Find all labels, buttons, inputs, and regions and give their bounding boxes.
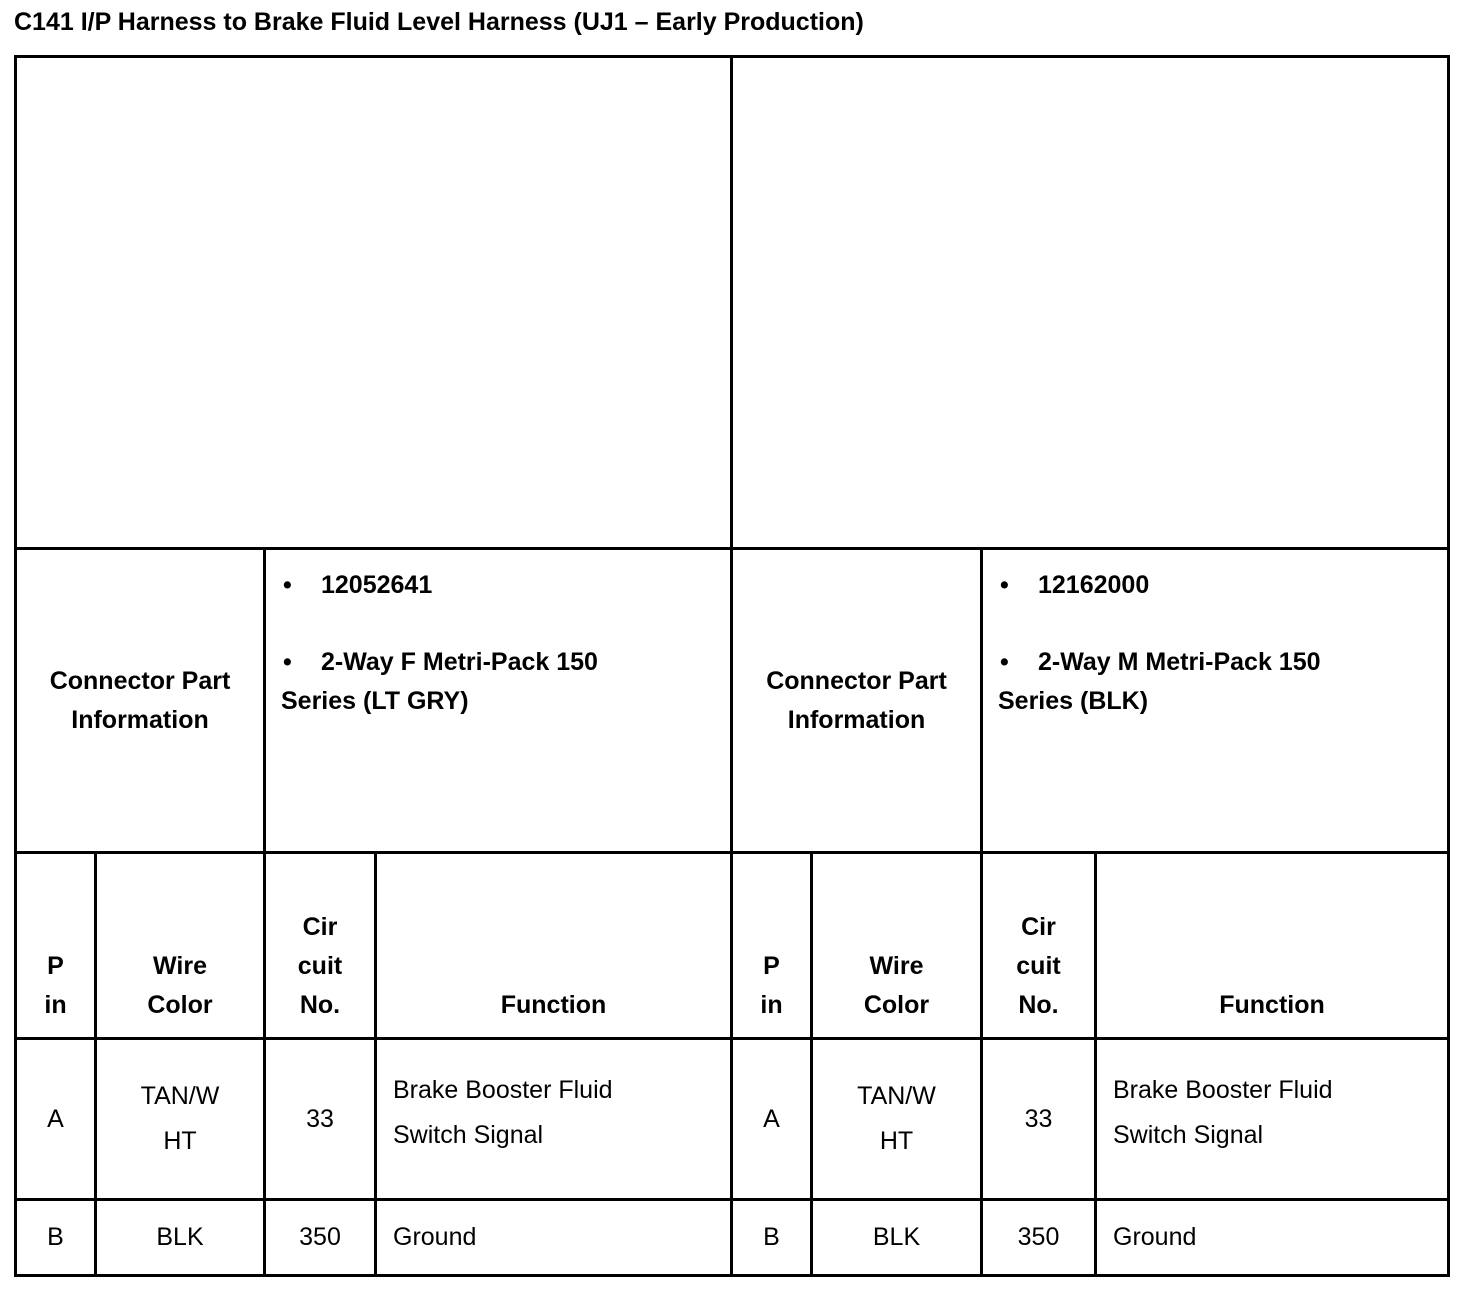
header-function: Function — [377, 854, 730, 1037]
cell-wire-color: TAN/W HT — [813, 1040, 980, 1198]
cell-circuit: 350 — [266, 1201, 374, 1274]
cell-wire-color: BLK — [97, 1201, 263, 1274]
cell-text: Brake Booster Fluid — [393, 1076, 613, 1104]
part-description: 2-Way F Metri-Pack 150 — [321, 648, 598, 676]
cell-text: Ground — [393, 1223, 477, 1251]
cell-text: Ground — [1113, 1223, 1197, 1251]
cell-pin: A — [733, 1040, 810, 1198]
cell-pin: A — [17, 1040, 94, 1198]
header-text: No. — [299, 991, 341, 1019]
cell-function: Ground — [1097, 1201, 1447, 1274]
header-text: Function — [500, 991, 607, 1019]
label-line: Information — [787, 705, 926, 734]
cell-wire-color: BLK — [813, 1201, 980, 1274]
cell-text: 33 — [1024, 1104, 1053, 1133]
page-title: C141 I/P Harness to Brake Fluid Level Ha… — [14, 8, 864, 36]
connector-info-label-right: Connector Part Information — [733, 550, 980, 851]
bullet: • — [283, 571, 292, 599]
divider — [14, 1037, 1450, 1040]
header-text: cuit — [297, 952, 343, 980]
cell-text: HT — [163, 1127, 197, 1155]
divider — [94, 851, 97, 1277]
divider — [14, 1198, 1450, 1201]
header-text: Cir — [302, 913, 338, 941]
header-text: P — [763, 952, 780, 980]
cell-circuit: 350 — [983, 1201, 1094, 1274]
cell-text: B — [763, 1223, 780, 1251]
cell-function: Ground — [377, 1201, 730, 1274]
part-description: Series (LT GRY) — [281, 687, 469, 715]
cell-text: Switch Signal — [393, 1121, 544, 1149]
cell-wire-color: TAN/W HT — [97, 1040, 263, 1198]
divider — [14, 547, 1450, 550]
part-number: 12162000 — [1038, 571, 1150, 599]
cell-text: 350 — [1017, 1223, 1060, 1251]
cell-pin: B — [733, 1201, 810, 1274]
pin-label-a: A — [1049, 113, 1067, 143]
divider — [14, 851, 1450, 854]
bullet: • — [1000, 648, 1009, 676]
cell-text: A — [763, 1104, 780, 1133]
cell-text: BLK — [156, 1223, 204, 1251]
divider — [980, 547, 983, 1277]
cell-text: TAN/W — [857, 1082, 936, 1110]
header-text: Wire — [153, 952, 207, 980]
cell-text: Switch Signal — [1113, 1121, 1264, 1149]
header-text: P — [47, 952, 64, 980]
divider — [263, 547, 266, 1277]
header-text: in — [760, 991, 783, 1019]
cell-text: A — [47, 1104, 64, 1133]
divider — [374, 851, 377, 1277]
cell-circuit: 33 — [266, 1040, 374, 1198]
header-text: cuit — [1016, 952, 1061, 980]
header-text: in — [44, 991, 67, 1019]
cell-pin: B — [17, 1201, 94, 1274]
label-line: Connector Part — [766, 666, 947, 695]
divider — [810, 851, 813, 1277]
divider — [1094, 851, 1097, 1277]
header-text: Color — [863, 991, 930, 1019]
cell-text: 33 — [306, 1104, 334, 1133]
header-text: No. — [1018, 991, 1059, 1019]
header-text: Color — [147, 991, 213, 1019]
cell-text: Brake Booster Fluid — [1113, 1076, 1333, 1104]
pin-label-b: B — [411, 113, 428, 143]
cell-text: B — [47, 1223, 64, 1251]
bullet: • — [1000, 571, 1009, 599]
cell-text: TAN/W — [140, 1082, 220, 1110]
bullet: • — [283, 648, 292, 676]
cell-text: 350 — [299, 1223, 341, 1251]
header-text: Function — [1219, 991, 1325, 1019]
cell-circuit: 33 — [983, 1040, 1094, 1198]
pin-label-b: B — [890, 113, 907, 143]
cell-text: BLK — [872, 1223, 921, 1251]
part-number: 12052641 — [321, 571, 433, 599]
part-description: Series (BLK) — [998, 687, 1149, 715]
header-text: Cir — [1021, 913, 1056, 941]
label-line: Connector Part — [49, 666, 231, 695]
header-text: Wire — [869, 952, 924, 980]
header-function: Function — [1097, 854, 1447, 1037]
connector-info-label-left: Connector Part Information — [17, 550, 263, 851]
part-description: 2-Way M Metri-Pack 150 — [1038, 648, 1321, 676]
label-line: Information — [71, 705, 209, 734]
divider — [730, 55, 733, 1277]
cell-text: HT — [879, 1127, 914, 1155]
pin-label-a: A — [96, 113, 114, 143]
